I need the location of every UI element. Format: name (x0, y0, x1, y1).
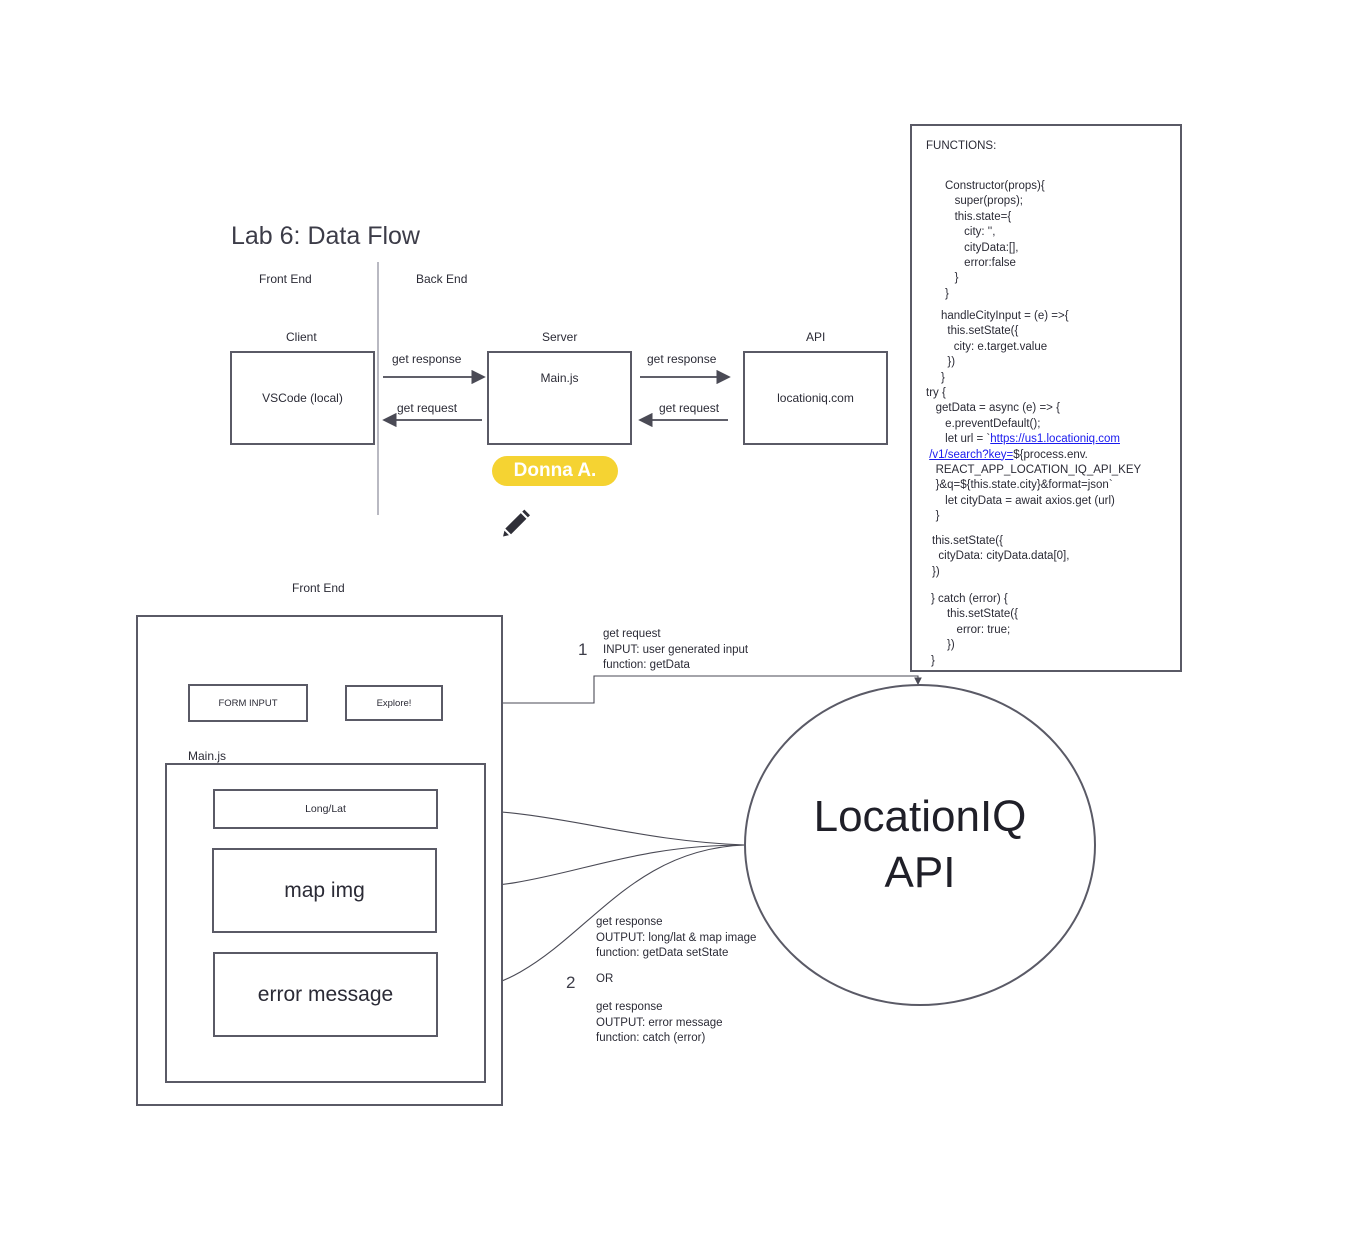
server-box-label: Main.js (540, 371, 579, 385)
step-2-alt-line: get response (596, 1001, 663, 1013)
api-circle-line2: API (884, 848, 956, 897)
catch-code: } catch (error) { this.setState({ error:… (931, 593, 1018, 667)
form-input-label: FORM INPUT (218, 697, 278, 709)
api-box-label: locationiq.com (777, 391, 854, 405)
api-box[interactable]: locationiq.com (743, 351, 888, 445)
step-2-alt-line: function: catch (error) (596, 1032, 706, 1044)
functions-panel: FUNCTIONS: Constructor(props){ super(pro… (910, 124, 1182, 672)
locationiq-api-circle[interactable]: LocationIQ API (744, 684, 1096, 1006)
server-box[interactable]: Main.js (487, 351, 632, 445)
step-2-number: 2 (566, 973, 576, 992)
constructor-code: Constructor(props){ super(props); this.s… (945, 180, 1045, 300)
try-start-code: try { getData = async (e) => { e.prevent… (926, 387, 1060, 446)
back-end-label: Back End (416, 272, 468, 286)
server-header: Server (542, 330, 578, 344)
try-end-code: ${process.env. REACT_APP_LOCATION_IQ_API… (935, 448, 1142, 523)
collaborator-cursor-badge: Donna A. (492, 456, 618, 486)
long-lat-box[interactable]: Long/Lat (213, 789, 438, 829)
api-header: API (806, 330, 826, 344)
get-data-code: try { getData = async (e) => { e.prevent… (926, 386, 1141, 525)
set-state-code: this.setState({ cityData: cityData.data[… (932, 535, 1070, 578)
step-1-line: INPUT: user generated input (603, 643, 749, 656)
step-2-or: OR (596, 972, 614, 985)
client-server-request-label: get request (397, 401, 458, 415)
url-link-part2[interactable]: /v1/search?key= (929, 448, 1014, 461)
client-server-response-label: get response (392, 352, 462, 366)
url-link-part1[interactable]: https://us1.locationiq.com (990, 433, 1120, 446)
step-2-annotation: get response OUTPUT: long/lat & map imag… (596, 915, 756, 1047)
step-2-line: OUTPUT: long/lat & map image (596, 931, 757, 944)
functions-heading: FUNCTIONS: (926, 140, 997, 152)
front-end-label: Front End (259, 272, 312, 286)
explore-button[interactable]: Explore! (345, 685, 443, 721)
step-2-alt-line: OUTPUT: error message (596, 1016, 723, 1029)
step-1-line: function: getData (603, 659, 690, 671)
form-input-box[interactable]: FORM INPUT (188, 684, 308, 722)
server-api-response-label: get response (647, 352, 717, 366)
step-1-annotation: get request INPUT: user generated input … (603, 627, 748, 674)
client-box-label: VSCode (local) (262, 391, 343, 405)
step-2-line: get response (596, 916, 663, 928)
step-2-line: function: getData setState (596, 947, 729, 959)
client-header: Client (286, 330, 317, 344)
map-img-label: map img (284, 878, 365, 902)
handle-city-input-code: handleCityInput = (e) =>{ this.setState(… (941, 310, 1069, 384)
error-message-label: error message (257, 982, 394, 1006)
map-img-box[interactable]: map img (212, 848, 437, 933)
error-message-box[interactable]: error message (213, 952, 438, 1037)
client-box[interactable]: VSCode (local) (230, 351, 375, 445)
main-js-label: Main.js (188, 749, 227, 763)
long-lat-label: Long/Lat (305, 803, 346, 815)
step-1-line: get request (603, 628, 661, 640)
pencil-icon[interactable] (498, 504, 538, 542)
server-api-request-label: get request (659, 401, 720, 415)
bottom-front-end-label: Front End (292, 581, 345, 595)
explore-button-label: Explore! (376, 697, 412, 709)
diagram-title: Lab 6: Data Flow (231, 222, 420, 250)
step-1-number: 1 (578, 640, 588, 659)
api-circle-line1: LocationIQ (813, 792, 1027, 841)
